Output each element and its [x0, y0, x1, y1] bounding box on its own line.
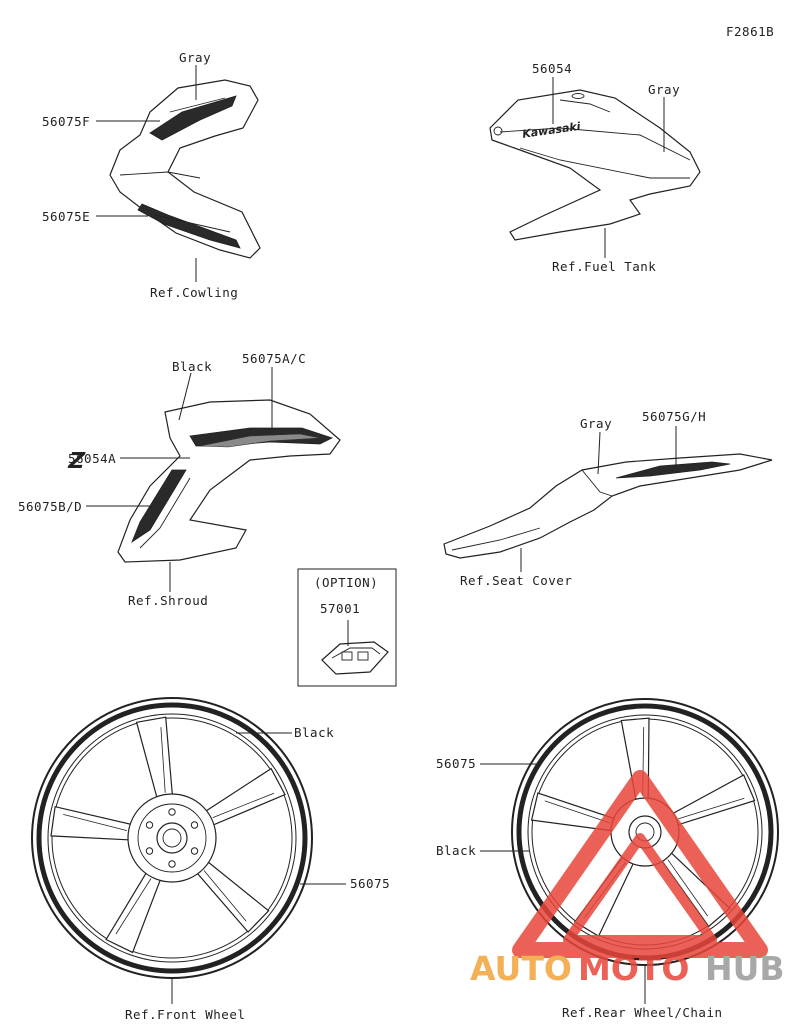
fuel-tank-color-label: Gray: [648, 82, 680, 97]
wheel-spoke-web: [160, 727, 166, 793]
shroud-lower-decal: [131, 469, 187, 544]
wheel-spoke-web: [667, 859, 709, 917]
cowling-upper-decal: [149, 95, 237, 141]
seat-cover-color-label: Gray: [580, 416, 612, 431]
option-part: 57001: [320, 601, 360, 616]
shroud-part-emblem: 56054A: [68, 451, 116, 466]
watermark-part-3: HUB: [705, 949, 785, 988]
wheel-spoke-web: [212, 792, 275, 818]
disc-bolt: [168, 808, 176, 816]
cowling-ref: Ref.Cowling: [150, 285, 238, 300]
cowling-group: [96, 65, 261, 282]
cowling-lower-decal: [137, 203, 241, 249]
disc-bolt: [145, 847, 154, 855]
cowling-part-upper: 56075F: [42, 114, 90, 129]
shroud-emblem: Z: [65, 448, 88, 474]
cowling-color-label: Gray: [179, 50, 211, 65]
option-clip-shape: [321, 641, 389, 675]
rear-wheel-ref: Ref.Rear Wheel/Chain: [562, 1005, 723, 1020]
watermark-triangle-icon: [512, 770, 768, 958]
rear-wheel-color-label: Black: [436, 843, 476, 858]
disc-bolt: [145, 821, 154, 829]
front-wheel-ref: Ref.Front Wheel: [125, 1007, 245, 1022]
front-wheel-spokes: [50, 716, 286, 954]
watermark-part-1: AUTO: [470, 949, 572, 988]
rear-wheel-part: 56075: [436, 756, 476, 771]
seat-cover-part: 56075G/H: [642, 409, 706, 424]
shroud-part-top: 56075A/C: [242, 351, 306, 366]
shroud-color-label: Black: [172, 359, 212, 374]
fuel-tank-part: 56054: [532, 61, 572, 76]
fuel-tank-group: Kawasaki: [489, 77, 701, 258]
watermark-logo: AUTO MOTO HUB: [470, 770, 785, 988]
wheel-spoke-web: [115, 878, 152, 935]
front-wheel-group: [31, 697, 346, 979]
shroud-group: Z: [65, 367, 341, 592]
cowling-shape: [109, 79, 261, 259]
disc-bolt: [190, 821, 199, 829]
figure-code: F2861B: [726, 24, 774, 39]
disc-bolt: [190, 847, 199, 855]
wheel-spoke-web: [203, 870, 247, 922]
front-wheel-color-label: Black: [294, 725, 334, 740]
seat-cover-shape: [443, 453, 773, 559]
front-wheel-part: 56075: [350, 876, 390, 891]
seat-cover-decal: [615, 461, 731, 479]
seat-cover-group: [443, 426, 773, 572]
watermark-part-2: MOTO: [578, 949, 689, 988]
disc-bolt: [168, 860, 176, 868]
shroud-shape: [117, 399, 341, 563]
wheel-spoke-web: [678, 797, 745, 820]
wheel-spoke-web: [544, 800, 611, 824]
cowling-part-lower: 56075E: [42, 209, 90, 224]
shroud-ref: Ref.Shroud: [128, 593, 208, 608]
option-title: (OPTION): [314, 575, 378, 590]
fuel-tank-shape: [489, 89, 701, 241]
fuel-tank-ref: Ref.Fuel Tank: [552, 259, 656, 274]
wheel-spoke-web: [63, 814, 128, 831]
option-box: [297, 568, 397, 687]
seat-cover-ref: Ref.Seat Cover: [460, 573, 572, 588]
shroud-part-lower: 56075B/D: [18, 499, 82, 514]
